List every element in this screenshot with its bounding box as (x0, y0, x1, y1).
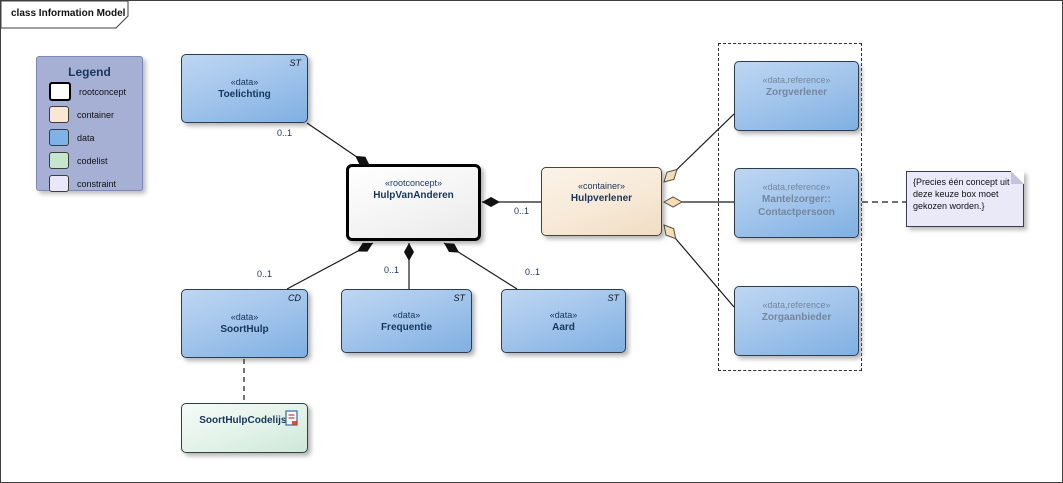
data-swatch (49, 129, 69, 146)
rootconcept-swatch (49, 82, 71, 101)
legend: Legend rootconcept container data codeli… (36, 56, 143, 194)
multiplicity-soorthulp: 0..1 (257, 269, 273, 279)
multiplicity-frequentie: 0..1 (384, 265, 400, 275)
frame-tab-shape (1, 1, 129, 29)
type-tag: CD (288, 293, 301, 303)
legend-item-rootconcept: rootconcept (49, 81, 142, 102)
type-tag: ST (607, 293, 619, 303)
legend-title: Legend (68, 65, 111, 79)
node-frequentie[interactable]: ST «data» Frequentie (341, 289, 472, 353)
node-hulpverlener[interactable]: «container» Hulpverlener (541, 167, 662, 236)
edge-composition-toelichting (306, 122, 371, 167)
type-tag: ST (289, 58, 301, 68)
node-mantelzorger-contactpersoon[interactable]: «data,reference» Mantelzorger:: Contactp… (734, 168, 859, 238)
legend-item-codelist: codelist (49, 150, 142, 171)
node-toelichting[interactable]: ST «data» Toelichting (181, 54, 308, 123)
multiplicity-aard: 0..1 (525, 267, 541, 277)
constraint-swatch (49, 175, 69, 192)
diagram-title: class Information Model (11, 8, 126, 19)
constraint-note[interactable]: {Precies één concept uit deze keuze box … (906, 171, 1024, 227)
node-zorgaanbieder[interactable]: «data,reference» Zorgaanbieder (734, 286, 859, 356)
legend-item-constraint: constraint (49, 173, 142, 194)
legend-item-data: data (49, 127, 142, 148)
edge-composition-aard (443, 242, 518, 290)
edge-composition-soorthulp (286, 242, 374, 290)
node-soorthulpcodelijst[interactable]: SoortHulpCodelijst (181, 403, 308, 453)
container-swatch (49, 106, 69, 123)
codelist-document-icon (285, 410, 298, 426)
type-tag: ST (453, 293, 465, 303)
multiplicity-hulpverlener: 0..1 (514, 206, 530, 216)
constraint-text: {Precies één concept uit deze keuze box … (913, 177, 1010, 211)
node-aard[interactable]: ST «data» Aard (501, 289, 626, 353)
choice-group-box (718, 43, 862, 371)
node-hulpvananderen[interactable]: «rootconcept» HulpVanAnderen (346, 164, 481, 241)
node-soorthulp[interactable]: CD «data» SoortHulp (181, 289, 308, 358)
note-fold-corner (1011, 171, 1024, 184)
multiplicity-toelichting: 0..1 (277, 128, 293, 138)
legend-item-container: container (49, 104, 142, 125)
node-zorgverlener[interactable]: «data,reference» Zorgverlener (734, 61, 859, 131)
codelist-swatch (49, 152, 69, 169)
